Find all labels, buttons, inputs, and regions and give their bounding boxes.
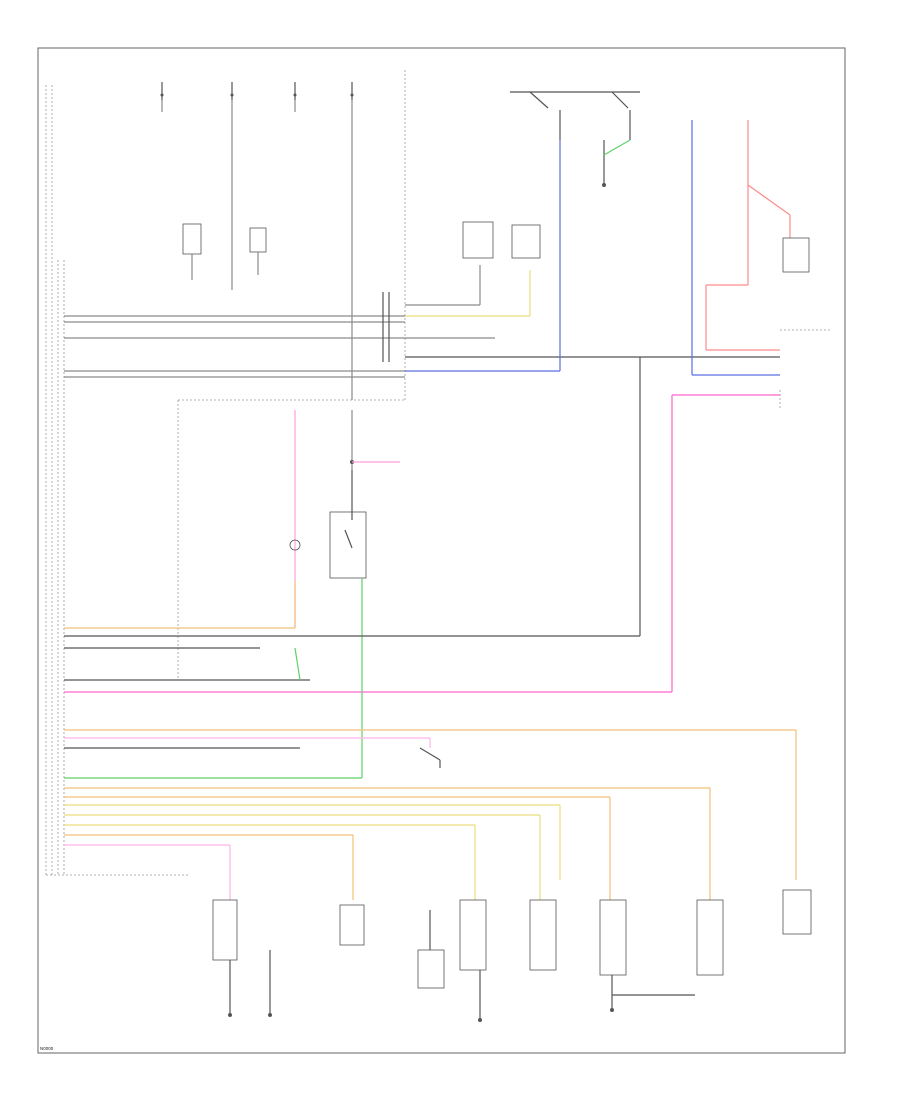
lower-buses xyxy=(64,729,797,880)
module-box-right-1 xyxy=(462,221,494,259)
dome-lamp-switch xyxy=(419,738,441,768)
connector-column xyxy=(382,292,390,362)
right-upper-module xyxy=(782,237,810,273)
diagram-frame xyxy=(37,47,846,1054)
left-module-box-2 xyxy=(249,227,267,253)
ground-symbols xyxy=(228,950,695,1022)
upper-buses xyxy=(64,315,405,378)
wire-green-top xyxy=(603,139,631,156)
door-switch-components xyxy=(212,889,812,989)
wire-red-diag xyxy=(747,184,791,216)
diagram-code: N0000 xyxy=(40,1046,54,1051)
left-module-box-1 xyxy=(182,223,202,255)
wire-green-short xyxy=(294,647,301,681)
top-switch-group xyxy=(510,91,640,187)
fuse-group-top-left xyxy=(160,82,354,400)
door-switch-drops xyxy=(229,788,711,900)
module-box-right-2 xyxy=(511,224,541,259)
instrument-cluster xyxy=(289,410,400,778)
cluster-buses xyxy=(64,357,641,681)
